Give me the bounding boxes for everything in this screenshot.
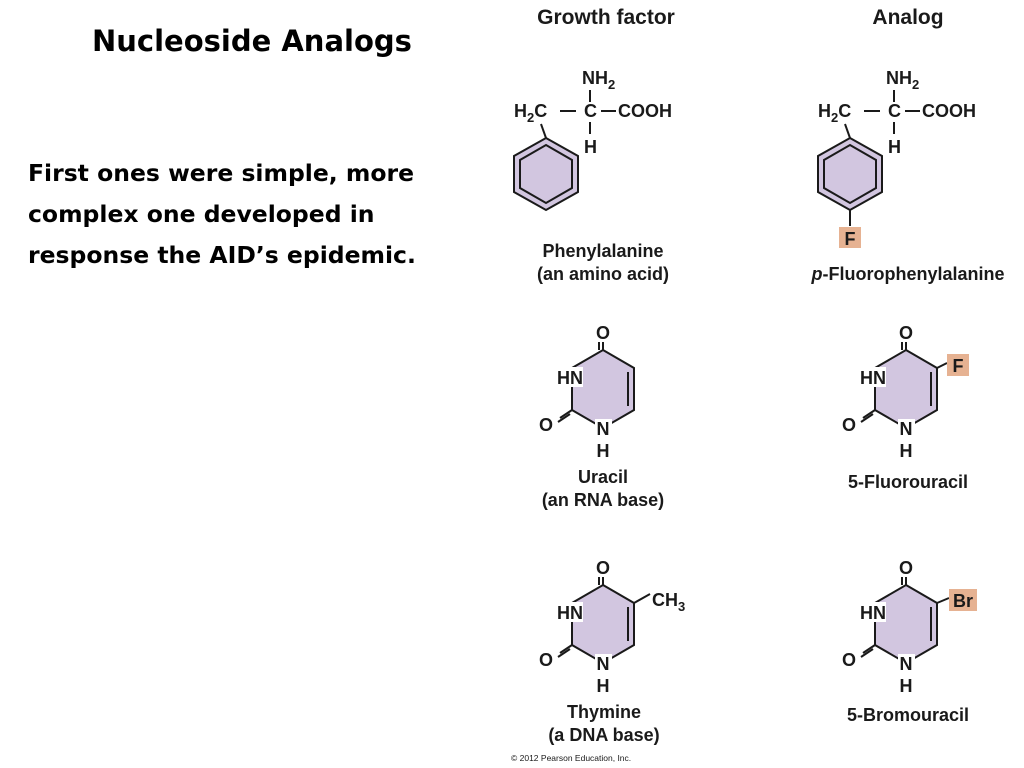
oxygen-4-label: O <box>899 558 913 578</box>
fluorouracil-label: 5-Fluorouracil <box>848 472 968 492</box>
n1-hydrogen-label: H <box>597 441 610 461</box>
benzene-ring <box>513 136 579 212</box>
phenylalanine-label: Phenylalanine <box>542 241 663 261</box>
uracil-structure: O HN O N H Uracil (an RNA base) <box>539 323 664 510</box>
n3-label: HN <box>557 368 583 388</box>
carboxyl-label: COOH <box>922 101 976 121</box>
fluorophenylalanine-structure: NH2 H2C C COOH H F p-Fluorophenylalanine <box>810 68 1004 284</box>
body-line-2: complex one developed in <box>28 200 375 228</box>
fluorine-label: F <box>953 356 964 376</box>
oxygen-4-label: O <box>596 323 610 343</box>
ch2-group-label: H2C <box>818 101 851 125</box>
amino-group-label: NH2 <box>886 68 919 92</box>
pyrimidine-ring <box>571 348 635 430</box>
n1-label: N <box>597 419 610 439</box>
n1-label: N <box>900 419 913 439</box>
carboxyl-label: COOH <box>618 101 672 121</box>
uracil-label: Uracil <box>578 467 628 487</box>
oxygen-2-label: O <box>539 650 553 670</box>
bromine-highlight <box>949 589 977 611</box>
slide-body: First ones were simple, more complex one… <box>28 153 468 276</box>
analog-header: Analog <box>872 6 943 29</box>
fluorine-highlight <box>839 227 861 248</box>
n1-hydrogen-label: H <box>597 676 610 696</box>
oxygen-2-label: O <box>539 415 553 435</box>
growth-factor-header: Growth factor <box>537 6 675 29</box>
oxygen-2-label: O <box>842 650 856 670</box>
alpha-hydrogen-label: H <box>888 137 901 157</box>
fluorophenylalanine-label: p-Fluorophenylalanine <box>810 264 1004 284</box>
methyl-label: CH3 <box>652 590 685 614</box>
phenylalanine-description: (an amino acid) <box>537 264 669 284</box>
pyrimidine-ring <box>874 348 938 430</box>
n3-label: HN <box>557 603 583 623</box>
n1-hydrogen-label: H <box>900 441 913 461</box>
uracil-description: (an RNA base) <box>542 490 664 510</box>
alpha-hydrogen-label: H <box>584 137 597 157</box>
n3-label: HN <box>860 603 886 623</box>
n3-label: HN <box>860 368 886 388</box>
n1-label: N <box>597 654 610 674</box>
amino-group-label: NH2 <box>582 68 615 92</box>
alpha-carbon-label: C <box>584 101 597 121</box>
thymine-label: Thymine <box>567 702 641 722</box>
fluorine-highlight <box>947 354 969 376</box>
oxygen-2-label: O <box>842 415 856 435</box>
body-line-3: response the AID’s epidemic. <box>28 241 416 269</box>
body-line-1: First ones were simple, more <box>28 159 415 187</box>
pyrimidine-ring <box>874 583 938 665</box>
n1-hydrogen-label: H <box>900 676 913 696</box>
thymine-structure: O HN O N H CH3 Thymine (a DNA base) <box>539 558 685 745</box>
bromouracil-structure: O HN O N H Br 5-Bromouracil <box>842 558 977 725</box>
fluorouracil-structure: O HN O N H F 5-Fluorouracil <box>842 323 969 492</box>
phenylalanine-structure: NH2 H2C C COOH H Phenylalanine (an amino… <box>513 68 672 284</box>
thymine-description: (a DNA base) <box>548 725 659 745</box>
fluorine-label: F <box>845 229 856 249</box>
oxygen-4-label: O <box>899 323 913 343</box>
slide-title: Nucleoside Analogs <box>92 24 412 58</box>
alpha-carbon-label: C <box>888 101 901 121</box>
bromine-label: Br <box>953 591 973 611</box>
pyrimidine-ring <box>571 583 635 665</box>
n1-label: N <box>900 654 913 674</box>
copyright-notice: © 2012 Pearson Education, Inc. <box>511 753 631 763</box>
benzene-ring <box>817 136 883 212</box>
ch2-group-label: H2C <box>514 101 547 125</box>
oxygen-4-label: O <box>596 558 610 578</box>
bromouracil-label: 5-Bromouracil <box>847 705 969 725</box>
